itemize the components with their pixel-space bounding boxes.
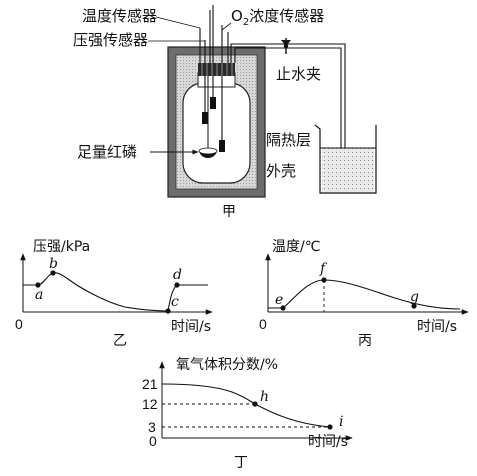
- temperature-probe: [210, 97, 216, 109]
- point-e: [280, 305, 286, 311]
- pressure-origin: 0: [15, 316, 23, 332]
- chart-pressure: 压强/kPa 时间/s 0 a b c d 乙: [15, 239, 213, 349]
- label-b: b: [49, 256, 58, 272]
- pressure-x-label: 时间/s: [171, 319, 211, 335]
- oxygen-probe: [219, 140, 225, 152]
- reaction-flask: [182, 82, 251, 184]
- oxygen-ytick-3: 3: [148, 419, 156, 435]
- beaker: [314, 124, 377, 194]
- caption-ding: 丁: [234, 455, 248, 471]
- point-a: [35, 282, 41, 288]
- label-temperature-sensor: 温度传感器: [82, 7, 157, 25]
- outlet-tube: [230, 43, 346, 182]
- caption-yi: 乙: [113, 333, 127, 349]
- label-shell: 外壳: [266, 162, 296, 180]
- oxygen-origin: 0: [149, 433, 157, 449]
- point-g: [411, 303, 417, 309]
- label-oxygen-sensor: O2浓度传感器: [231, 7, 324, 28]
- label-d: d: [173, 267, 182, 283]
- label-i: i: [339, 414, 343, 430]
- oxygen-y-label: 氧气体积分数/%: [176, 357, 278, 373]
- apparatus: 温度传感器 O2浓度传感器 压强传感器 止水夹 足量红磷 隔热层 外壳 甲: [73, 5, 377, 220]
- label-red-phosphorus: 足量红磷: [77, 143, 137, 161]
- label-g: g: [410, 289, 419, 305]
- point-h: [252, 401, 258, 407]
- oxygen-ytick-12: 12: [142, 396, 158, 412]
- temperature-y-label: 温度/℃: [272, 239, 320, 255]
- point-b: [50, 270, 56, 276]
- pressure-y-label: 压强/kPa: [33, 239, 90, 255]
- label-h: h: [260, 389, 269, 405]
- temperature-curve: [268, 279, 461, 310]
- caption-jia: 甲: [222, 204, 236, 220]
- label-e: e: [275, 292, 283, 308]
- point-c: [165, 308, 171, 314]
- point-d: [174, 282, 180, 288]
- point-i: [327, 424, 333, 430]
- label-c: c: [171, 294, 179, 310]
- point-f: [321, 277, 327, 283]
- temperature-x-label: 时间/s: [417, 319, 457, 335]
- oxygen-curve: [161, 383, 331, 428]
- label-insulation: 隔热层: [266, 131, 311, 149]
- chart-temperature: 温度/℃ 时间/s 0 e f g 丙: [259, 239, 469, 349]
- label-a: a: [35, 287, 43, 303]
- sensor-wires: [199, 5, 229, 140]
- pressure-probe: [202, 112, 208, 124]
- label-clamp: 止水夹: [276, 65, 321, 83]
- stopper: [198, 63, 235, 76]
- label-pressure-sensor: 压强传感器: [73, 31, 148, 49]
- water-clamp: [281, 38, 291, 54]
- label-f: f: [319, 261, 328, 277]
- caption-bing: 丙: [358, 333, 372, 349]
- oxygen-ytick-21: 21: [142, 376, 158, 392]
- temperature-origin: 0: [259, 316, 267, 332]
- oxygen-x-label: 时间/s: [308, 434, 348, 450]
- chart-oxygen: 氧气体积分数/% 时间/s 0 21 12 3 h i 丁: [142, 357, 353, 471]
